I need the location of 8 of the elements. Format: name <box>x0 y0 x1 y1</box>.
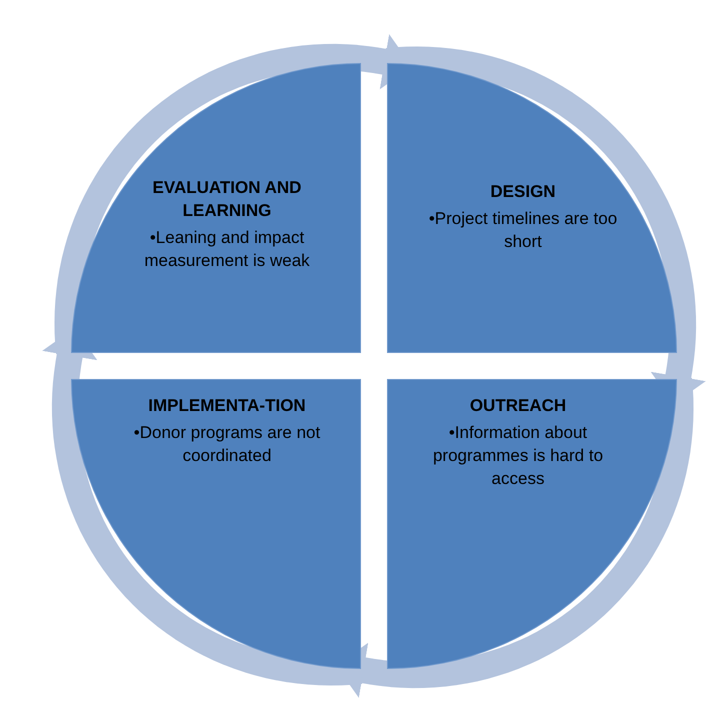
stage-description: •Project timelines are too short <box>428 208 618 253</box>
stage-description: •Information about programmes is hard to access <box>432 422 604 490</box>
stage-title: EVALUATION AND LEARNING <box>152 177 302 222</box>
stage-title: IMPLEMENTA-TION <box>148 395 306 417</box>
stage-description: •Leaning and impact measurement is weak <box>143 227 311 272</box>
stage-title: DESIGN <box>490 181 556 203</box>
stage-description: •Donor programs are not coordinated <box>132 422 322 467</box>
stage-title: OUTREACH <box>470 395 566 417</box>
